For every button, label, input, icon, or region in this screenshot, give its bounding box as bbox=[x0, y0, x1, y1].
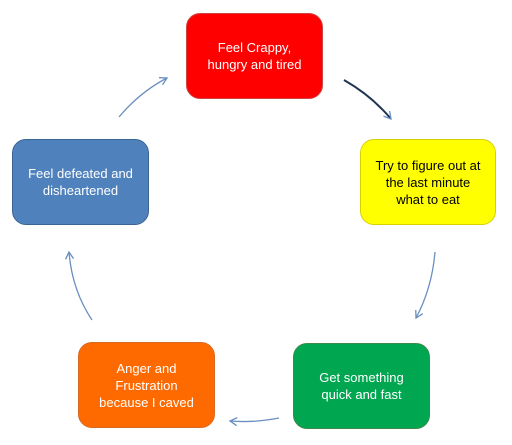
arrow-blue-to-red bbox=[118, 77, 169, 118]
arrow-green-to-orange bbox=[228, 417, 280, 427]
arrow-red-to-yellow bbox=[343, 79, 392, 121]
arrow-yellow-to-green bbox=[415, 251, 436, 320]
node-feel-crappy: Feel Crappy, hungry and tired bbox=[186, 13, 323, 99]
node-feel-defeated: Feel defeated and disheartened bbox=[12, 139, 149, 225]
node-anger-frustration: Anger and Frustration because I caved bbox=[78, 342, 215, 428]
node-get-something-fast: Get something quick and fast bbox=[293, 343, 430, 429]
node-figure-out-food: Try to figure out at the last minute wha… bbox=[360, 139, 496, 225]
arrow-orange-to-blue bbox=[64, 250, 93, 321]
